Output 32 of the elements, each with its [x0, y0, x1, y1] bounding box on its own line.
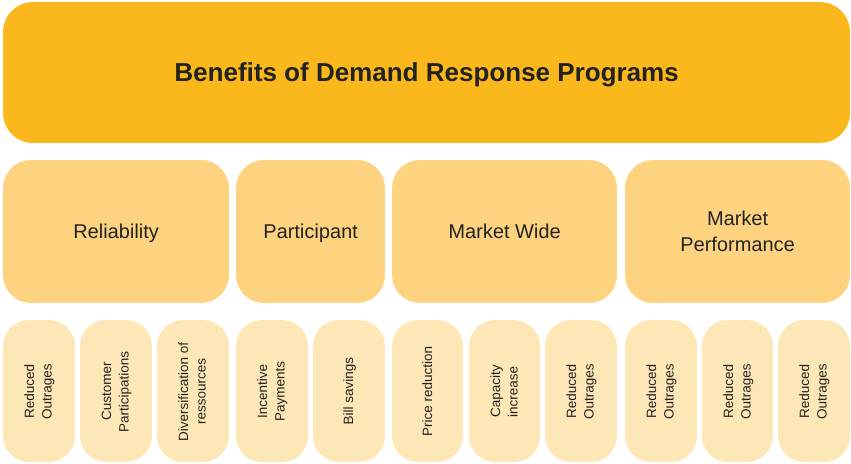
- benefit-pill: [3, 320, 75, 462]
- benefit-pill: [469, 320, 540, 462]
- category-label: Market Performance: [679, 206, 796, 258]
- benefit-label: Reduced Outrages: [643, 362, 678, 421]
- benefit-pill: [157, 320, 229, 462]
- category-label: Participant: [263, 220, 358, 244]
- benefit-label: Price reduction: [418, 346, 436, 436]
- benefit-label: Customer Participations: [98, 349, 133, 434]
- benefit-label: Reduced Outrages: [720, 362, 754, 421]
- category-box: [3, 160, 229, 303]
- category-label: Market Wide: [448, 220, 561, 244]
- benefit-pill: [702, 320, 773, 462]
- category-box: [625, 160, 850, 303]
- category-box: [392, 160, 617, 303]
- benefit-pill: [625, 320, 697, 462]
- benefit-label: Reduced Outrages: [21, 362, 56, 421]
- benefit-pill: [313, 320, 385, 462]
- benefit-pill: [236, 320, 308, 462]
- benefit-label: Reduced Outrages: [563, 362, 598, 421]
- benefit-label: Diversification of ressources: [175, 341, 210, 441]
- benefit-pill: [392, 320, 463, 462]
- banner-label: Benefits of Demand Response Programs: [174, 57, 679, 88]
- category-label: Reliability: [73, 220, 159, 244]
- category-box: [236, 160, 385, 303]
- benefit-pill: [545, 320, 617, 462]
- benefit-label: Capacity increase: [486, 364, 522, 420]
- benefit-pill: [778, 320, 850, 462]
- benefit-label: Incentive Payments: [254, 360, 289, 424]
- title-banner: [3, 2, 850, 143]
- benefit-label: Bill savings: [340, 357, 358, 425]
- benefit-label: Reduced Outrages: [796, 362, 831, 421]
- benefit-pill: [80, 320, 152, 462]
